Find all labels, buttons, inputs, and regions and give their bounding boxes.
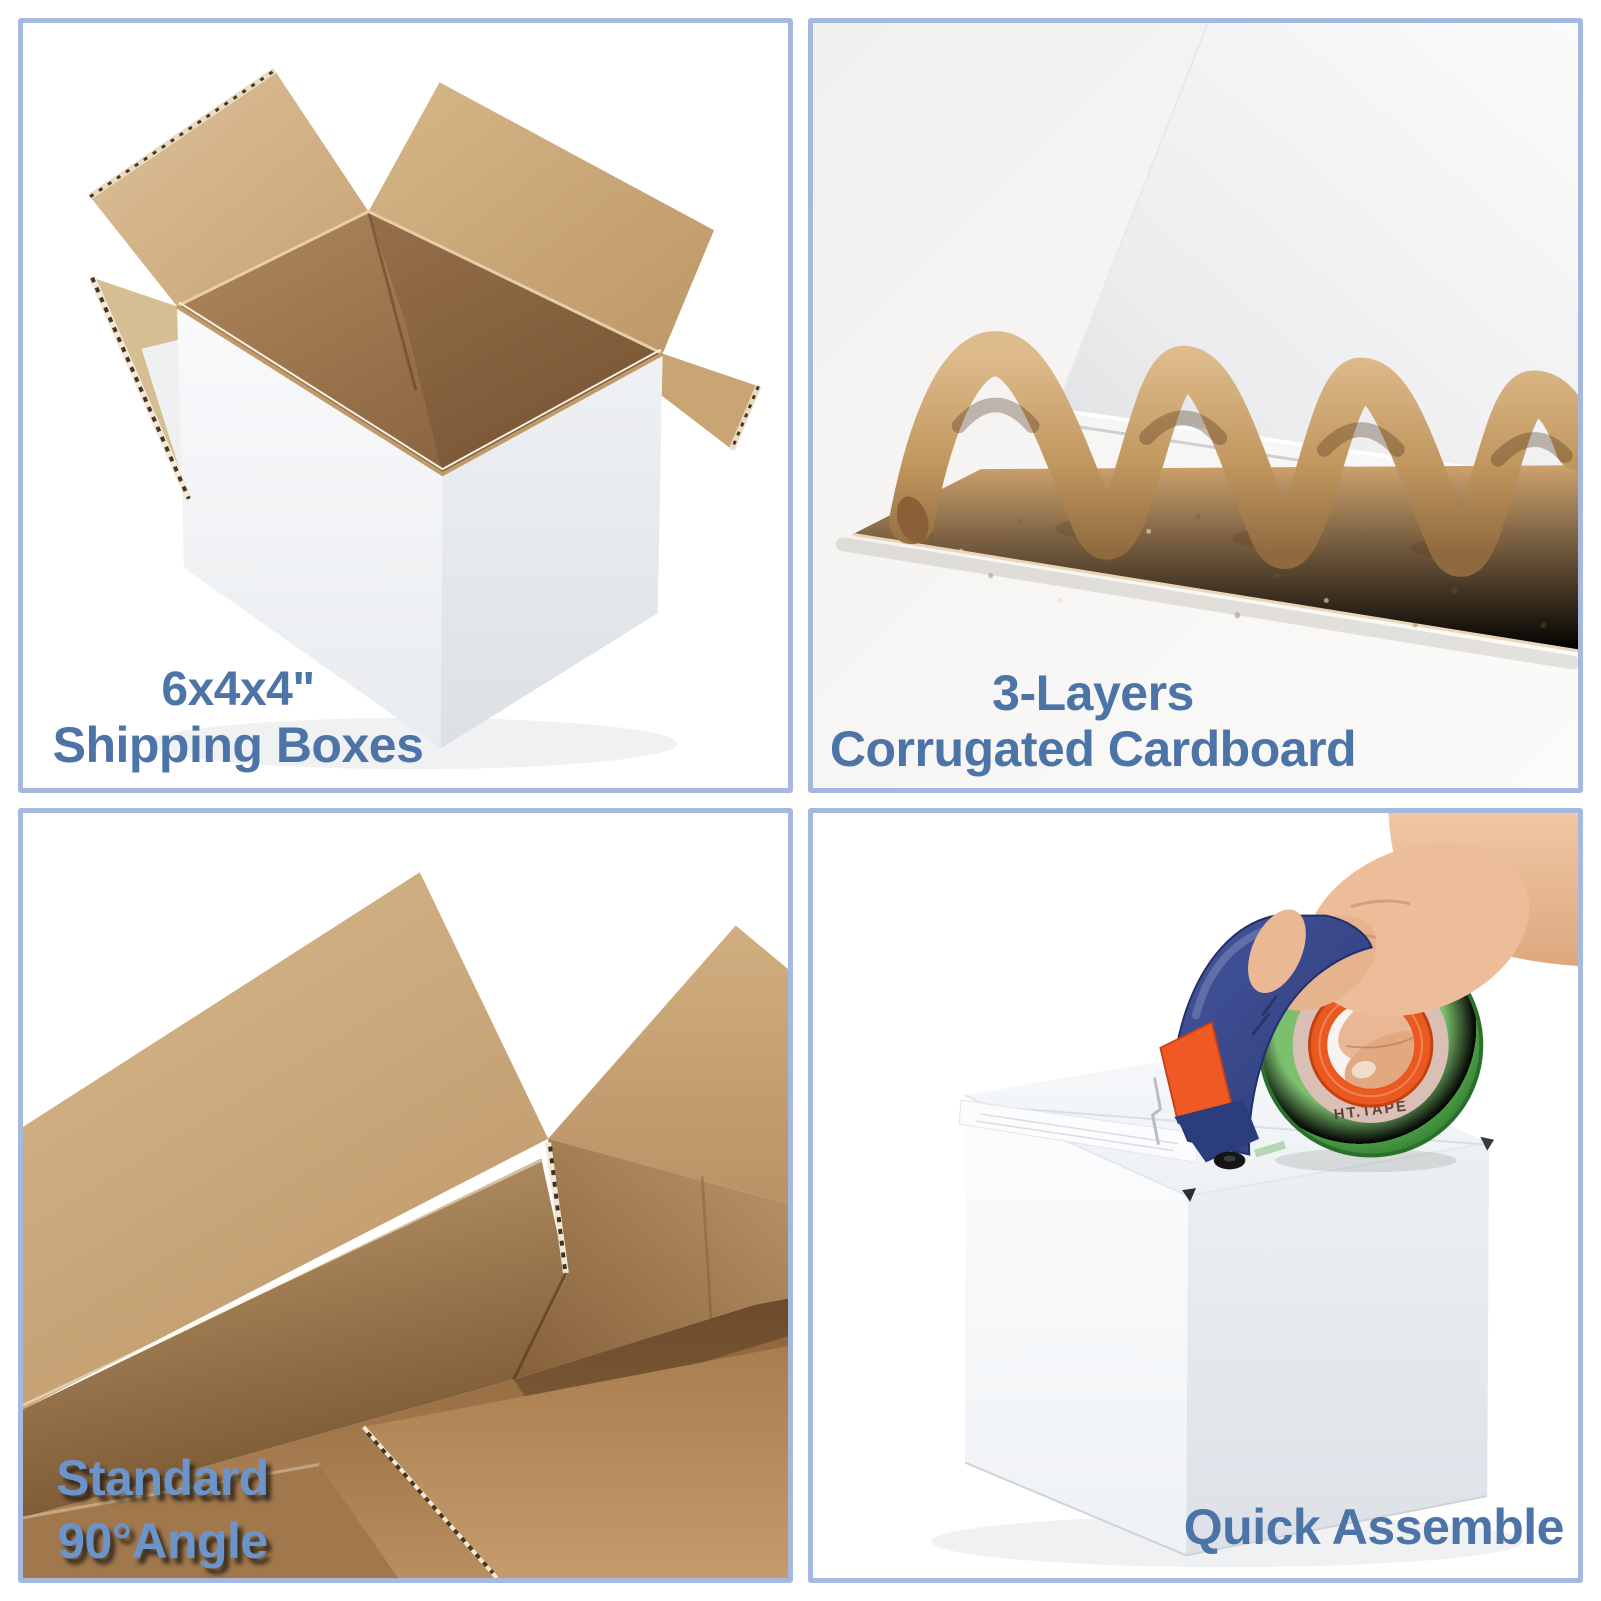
caption-line-angle: 90°Angle (57, 1513, 268, 1569)
shipping-box-illustration (88, 67, 762, 770)
box-white-walls (175, 301, 664, 749)
interior-floor (23, 1298, 788, 1578)
caption-corrugated: 3-Layers Corrugated Cardboard (813, 665, 1373, 777)
corrugated-flute-wave (889, 330, 1578, 577)
dispenser-foot (1174, 1099, 1260, 1163)
flap-notch (1480, 1136, 1495, 1151)
dispenser-nozzle (1150, 1020, 1286, 1170)
corrugated-edge-marks (88, 67, 762, 501)
panel-quick-assemble: HT.TAPE (808, 808, 1583, 1583)
caption-standard-angle: Standard 90°Angle (35, 1447, 290, 1573)
bottom-kraft-liner (835, 465, 1578, 670)
panel-corrugated-cardboard: 3-Layers Corrugated Cardboard (808, 18, 1583, 793)
interior-walls (23, 1138, 788, 1518)
panel-shipping-boxes: 6x4x4" Shipping Boxes (18, 18, 793, 793)
tape-dispenser-illustration: HT.TAPE (813, 813, 1578, 1578)
caption-shipping-boxes: 6x4x4" Shipping Boxes (28, 663, 448, 773)
corrugated-cardboard-illustration (813, 23, 1578, 788)
crest-underside-shadows (951, 397, 1573, 467)
caption-line-title: Quick Assemble (1183, 1499, 1565, 1555)
caption-line-layers: 3-Layers (992, 665, 1194, 721)
box-interior-corner-illustration (23, 813, 788, 1578)
roll-shadow (1274, 1148, 1457, 1173)
corner-seam (512, 1142, 569, 1381)
applied-tape-strip (958, 1099, 1201, 1164)
thumb (1248, 909, 1306, 993)
cutter-blade (1150, 1077, 1163, 1145)
caption-line-size: 6x4x4" (161, 663, 315, 716)
caption-line-title: Shipping Boxes (52, 716, 424, 773)
raised-flaps (23, 872, 788, 1410)
caption-quick-assemble: Quick Assemble (1044, 1499, 1565, 1555)
panel-standard-angle: Standard 90°Angle (18, 808, 793, 1583)
caption-line-title: Corrugated Cardboard (829, 721, 1357, 777)
box-shadow (148, 717, 678, 770)
flap-notch (1182, 1188, 1196, 1202)
kraft-speckles (928, 514, 1547, 629)
box-interior (176, 209, 664, 475)
caption-line-standard: Standard (56, 1450, 269, 1506)
